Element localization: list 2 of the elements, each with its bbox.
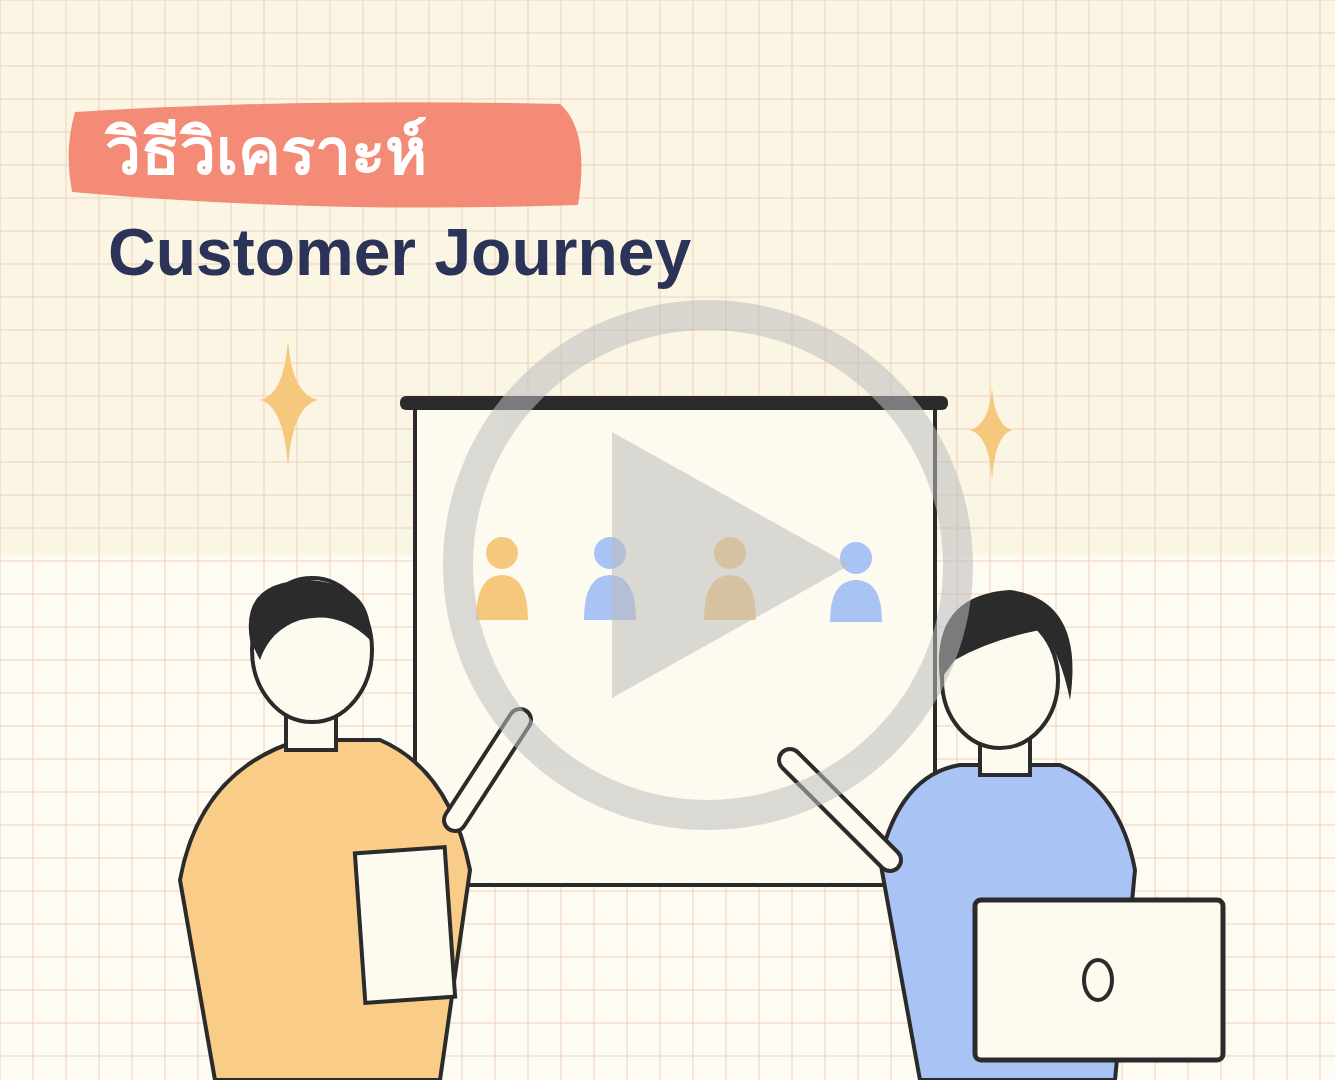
title-text: วิธีวิเคราะห์ — [105, 114, 427, 191]
title-text: Customer Journey — [108, 214, 692, 291]
